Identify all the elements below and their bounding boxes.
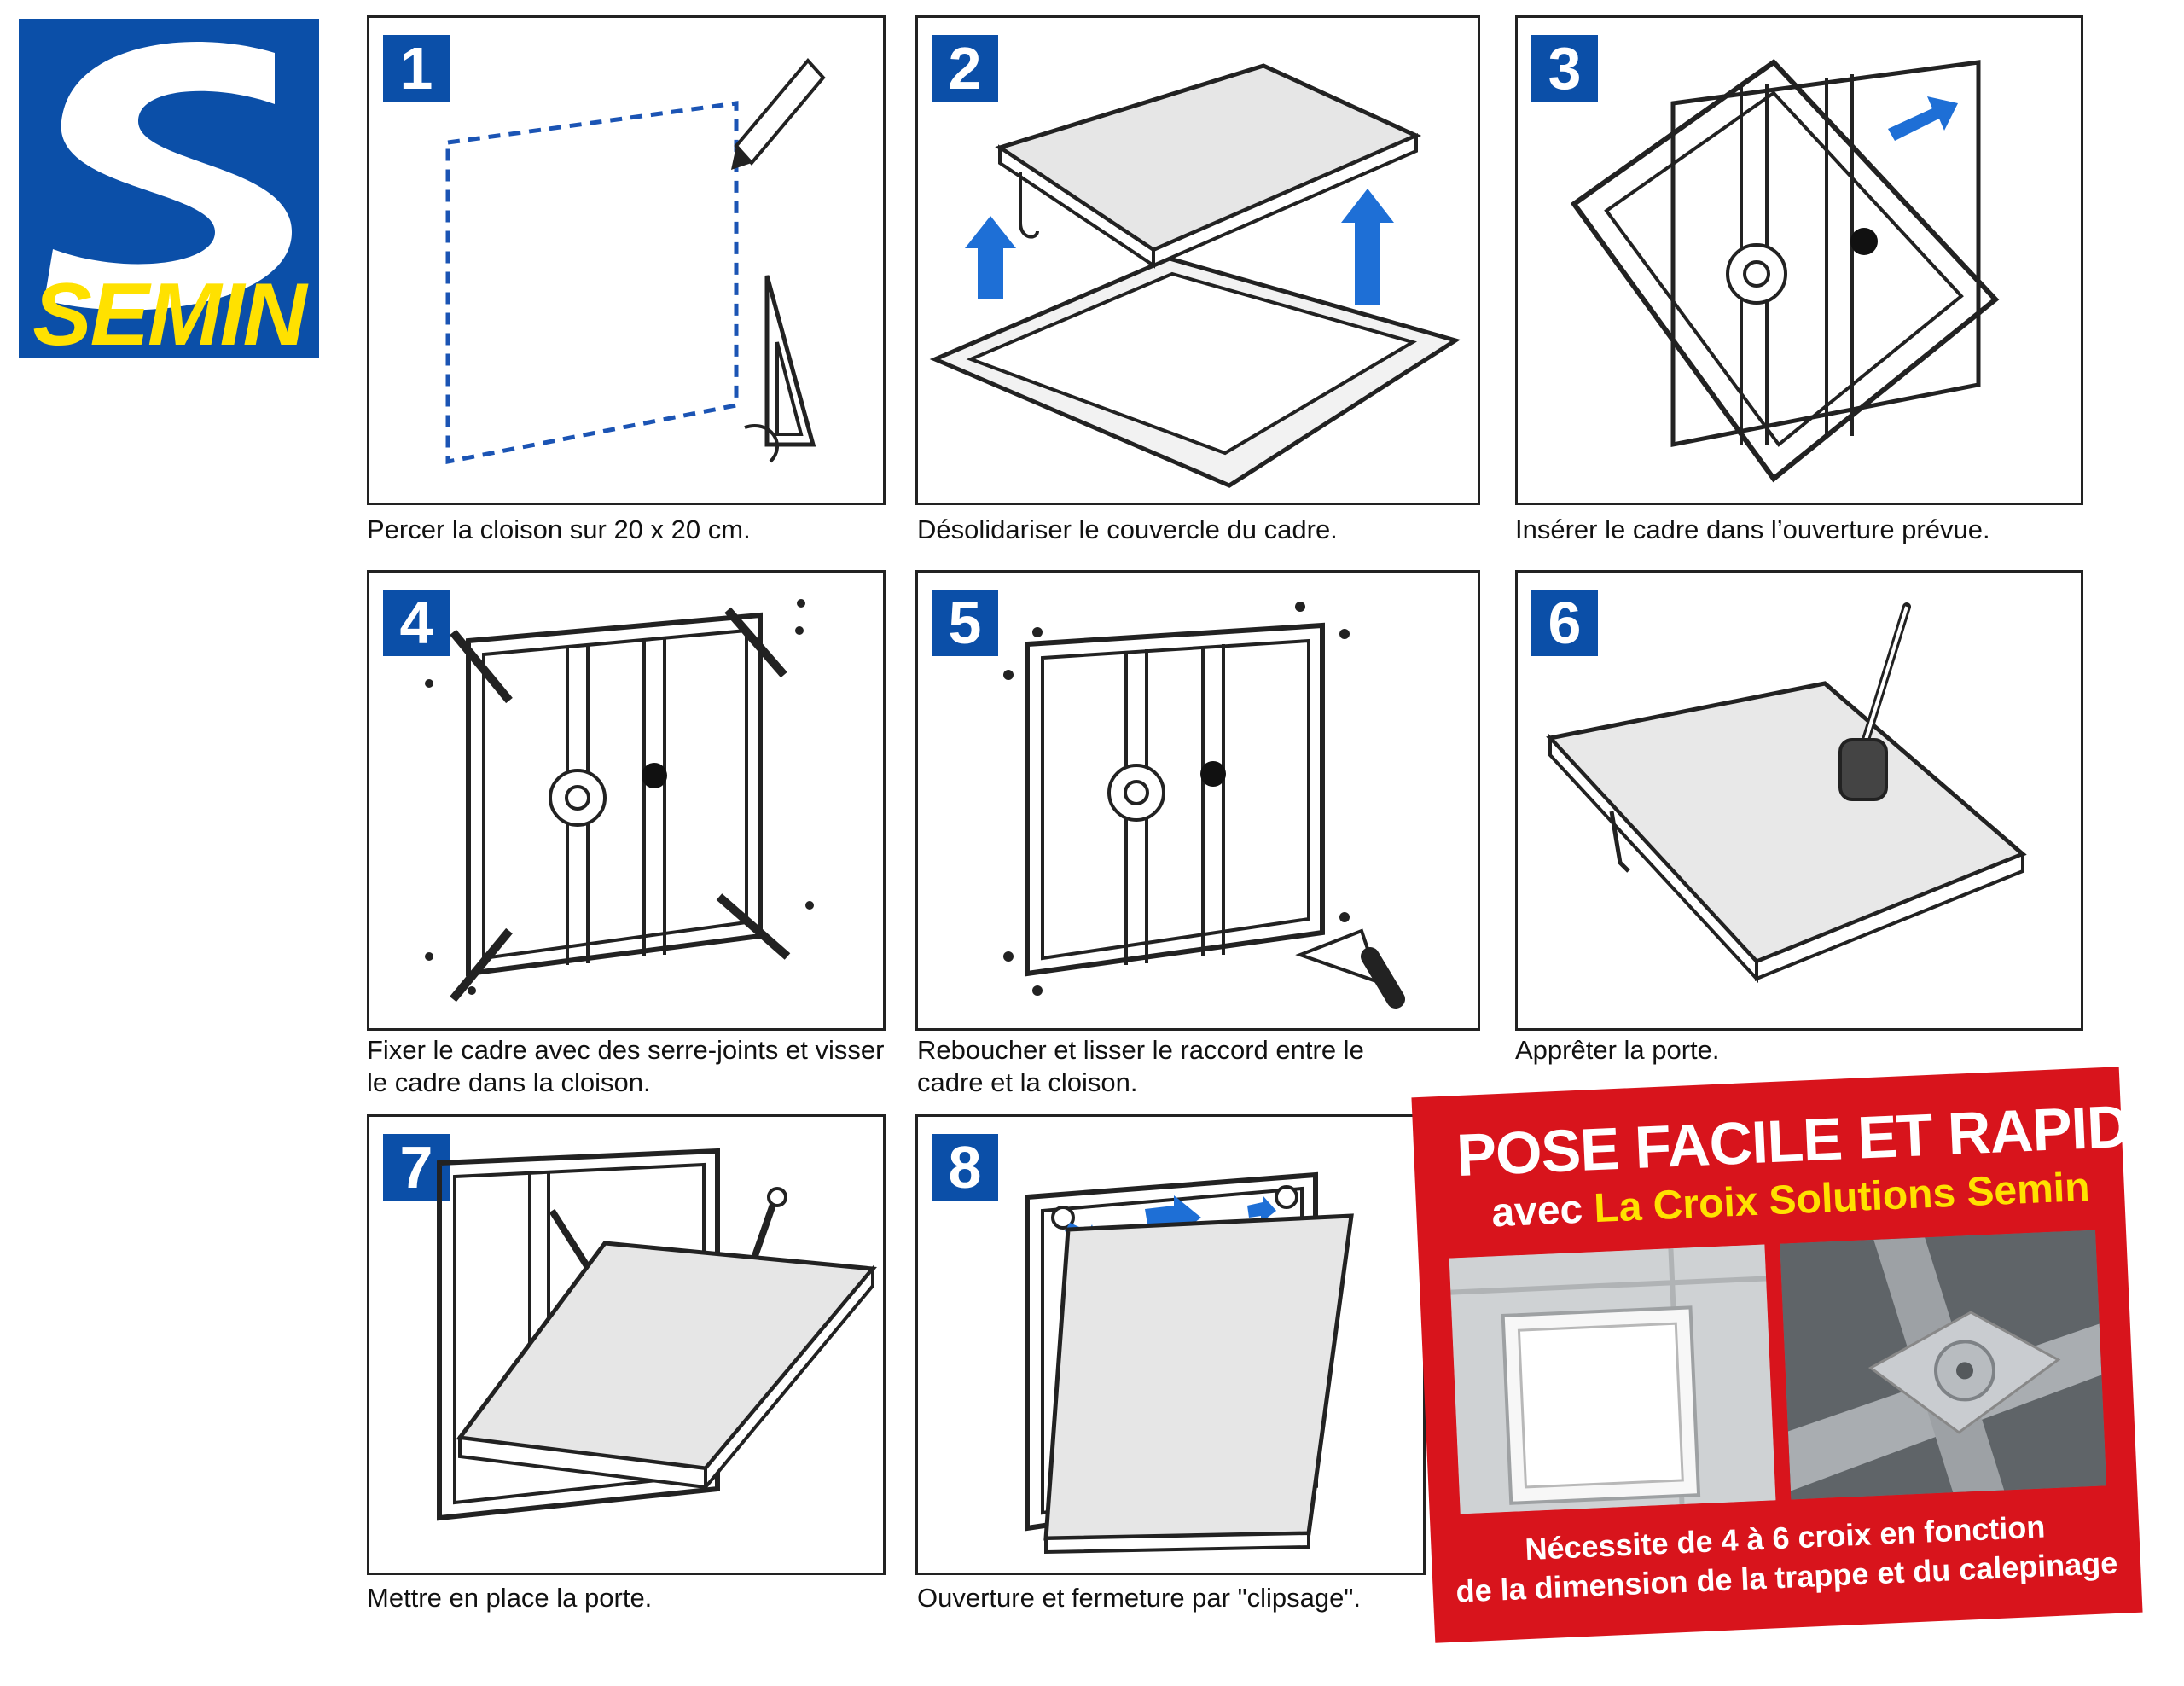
promo-subtitle-prefix: avec (1490, 1186, 1595, 1236)
step-illustration (1570, 59, 2000, 483)
putty-knife-icon (1295, 928, 1405, 1009)
step-caption: Ouverture et fermeture par "clipsage". (917, 1583, 1361, 1613)
step-illustration (929, 63, 1461, 488)
step-illustration (437, 1148, 877, 1521)
step-caption: Percer la cloison sur 20 x 20 cm. (367, 515, 751, 544)
promo-banner: POSE FACILE ET RAPIDE avec La Croix Solu… (1411, 1067, 2169, 1643)
step-badge: 2 (932, 35, 998, 102)
step-illustration (1546, 602, 2027, 984)
step-caption: Apprêter la porte. (1515, 1035, 1720, 1065)
paintbrush-icon (1838, 602, 1911, 801)
step-badge: 3 (1531, 35, 1598, 102)
promo-note: Nécessite de 4 à 6 croix en fonction de … (1431, 1503, 2141, 1613)
caption-line: Reboucher et lisser le raccord entre le (917, 1035, 1364, 1065)
right-arrow-icon (1888, 96, 1958, 141)
semin-s-icon (44, 41, 292, 311)
step-badge: 4 (383, 590, 450, 656)
step-caption: Mettre en place la porte. (367, 1583, 653, 1613)
step-badge: 6 (1531, 590, 1598, 656)
step-badge: 5 (932, 590, 998, 656)
step-caption: Fixer le cadre avec des serre-joints et … (367, 1034, 884, 1099)
cross-photo-illustration (1780, 1230, 2107, 1500)
pencil-icon (731, 57, 826, 170)
hatch-photo-illustration (1449, 1244, 1776, 1514)
step-panel-5: 5 (915, 570, 1480, 1031)
step-panel-6: 6 (1515, 570, 2083, 1031)
step-illustration (425, 599, 814, 1003)
step-panel-3: 3 (1515, 15, 2083, 505)
promo-photo-hatch (1449, 1244, 1776, 1514)
logo-wordmark: SEMIN (32, 265, 306, 358)
semin-logo: SEMIN (19, 19, 319, 358)
caption-line: Fixer le cadre avec des serre-joints et … (367, 1035, 885, 1065)
step-panel-1: 1 (367, 15, 886, 505)
step-panel-8: 8 (915, 1114, 1426, 1575)
step-caption: Reboucher et lisser le raccord entre le … (917, 1034, 1364, 1099)
step-illustration (445, 57, 826, 465)
screw-icon (425, 599, 814, 995)
promo-photo-cross (1780, 1230, 2107, 1500)
step-panel-7: 7 (367, 1114, 886, 1575)
step-caption: Désolidariser le couvercle du cadre. (917, 515, 1338, 544)
step-panel-2: 2 (915, 15, 1480, 505)
caption-line: cadre et la cloison. (917, 1067, 1138, 1097)
caption-line: le cadre dans la cloison. (367, 1067, 651, 1097)
step-badge: 1 (383, 35, 450, 102)
set-square-icon (744, 275, 816, 463)
step-caption: Insérer le cadre dans l’ouverture prévue… (1515, 515, 1990, 544)
step-panel-4: 4 (367, 570, 886, 1031)
step-illustration (1003, 602, 1405, 1009)
clamp-icon (450, 607, 791, 1003)
up-arrow-icon (965, 189, 1394, 305)
step-illustration (1025, 1171, 1354, 1555)
step-badge: 8 (932, 1134, 998, 1201)
